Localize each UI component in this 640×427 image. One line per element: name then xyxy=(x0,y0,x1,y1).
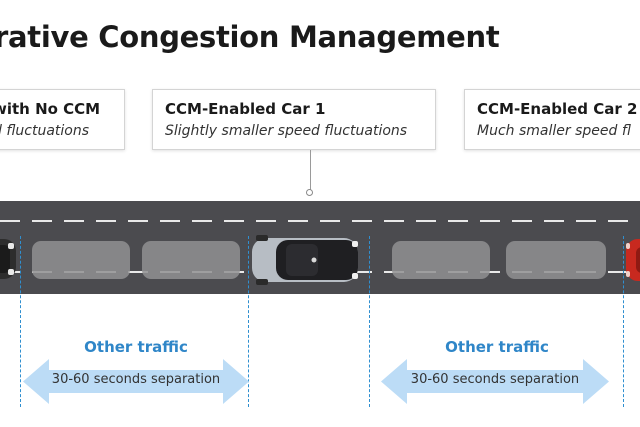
car-no-ccm-icon xyxy=(0,239,16,279)
callout-no-ccm: with No CCM d fluctuations xyxy=(0,89,125,150)
page-title: rative Congestion Management xyxy=(0,20,500,54)
callout-ccm-car-2-description: Much smaller speed fl xyxy=(477,123,631,139)
callout-ccm-car-2: CCM-Enabled Car 2 Much smaller speed fl xyxy=(464,89,640,150)
double-arrow-icon xyxy=(381,359,609,404)
separation-text-1: 30-60 seconds separation xyxy=(51,372,221,387)
callout-ccm-car-1-description: Slightly smaller speed fluctuations xyxy=(165,123,408,139)
other-traffic-label-1: Other traffic xyxy=(84,338,188,356)
double-arrow-icon xyxy=(23,359,249,404)
other-traffic-label-2: Other traffic xyxy=(445,338,549,356)
car-ccm-2-icon xyxy=(626,239,640,281)
lane-marking-top xyxy=(0,220,640,222)
separation-marker-line xyxy=(20,236,21,407)
callout-no-ccm-description: d fluctuations xyxy=(0,123,90,139)
car-ccm-1-icon xyxy=(252,235,358,285)
other-traffic-vehicle xyxy=(506,241,606,279)
road xyxy=(0,201,640,294)
separation-marker-line xyxy=(623,236,624,407)
callout-ccm-car-2-heading: CCM-Enabled Car 2 xyxy=(477,100,638,118)
other-traffic-vehicle xyxy=(142,241,240,279)
separation-marker-line xyxy=(248,236,249,407)
other-traffic-vehicle xyxy=(32,241,130,279)
callout-no-ccm-heading: with No CCM xyxy=(0,100,101,118)
separation-marker-line xyxy=(369,236,370,407)
callout-connector-dot xyxy=(306,189,313,196)
callout-connector-line xyxy=(310,150,311,192)
separation-text-2: 30-60 seconds separation xyxy=(410,372,580,387)
callout-ccm-car-1-heading: CCM-Enabled Car 1 xyxy=(165,100,326,118)
other-traffic-vehicle xyxy=(392,241,490,279)
callout-ccm-car-1: CCM-Enabled Car 1 Slightly smaller speed… xyxy=(152,89,436,150)
